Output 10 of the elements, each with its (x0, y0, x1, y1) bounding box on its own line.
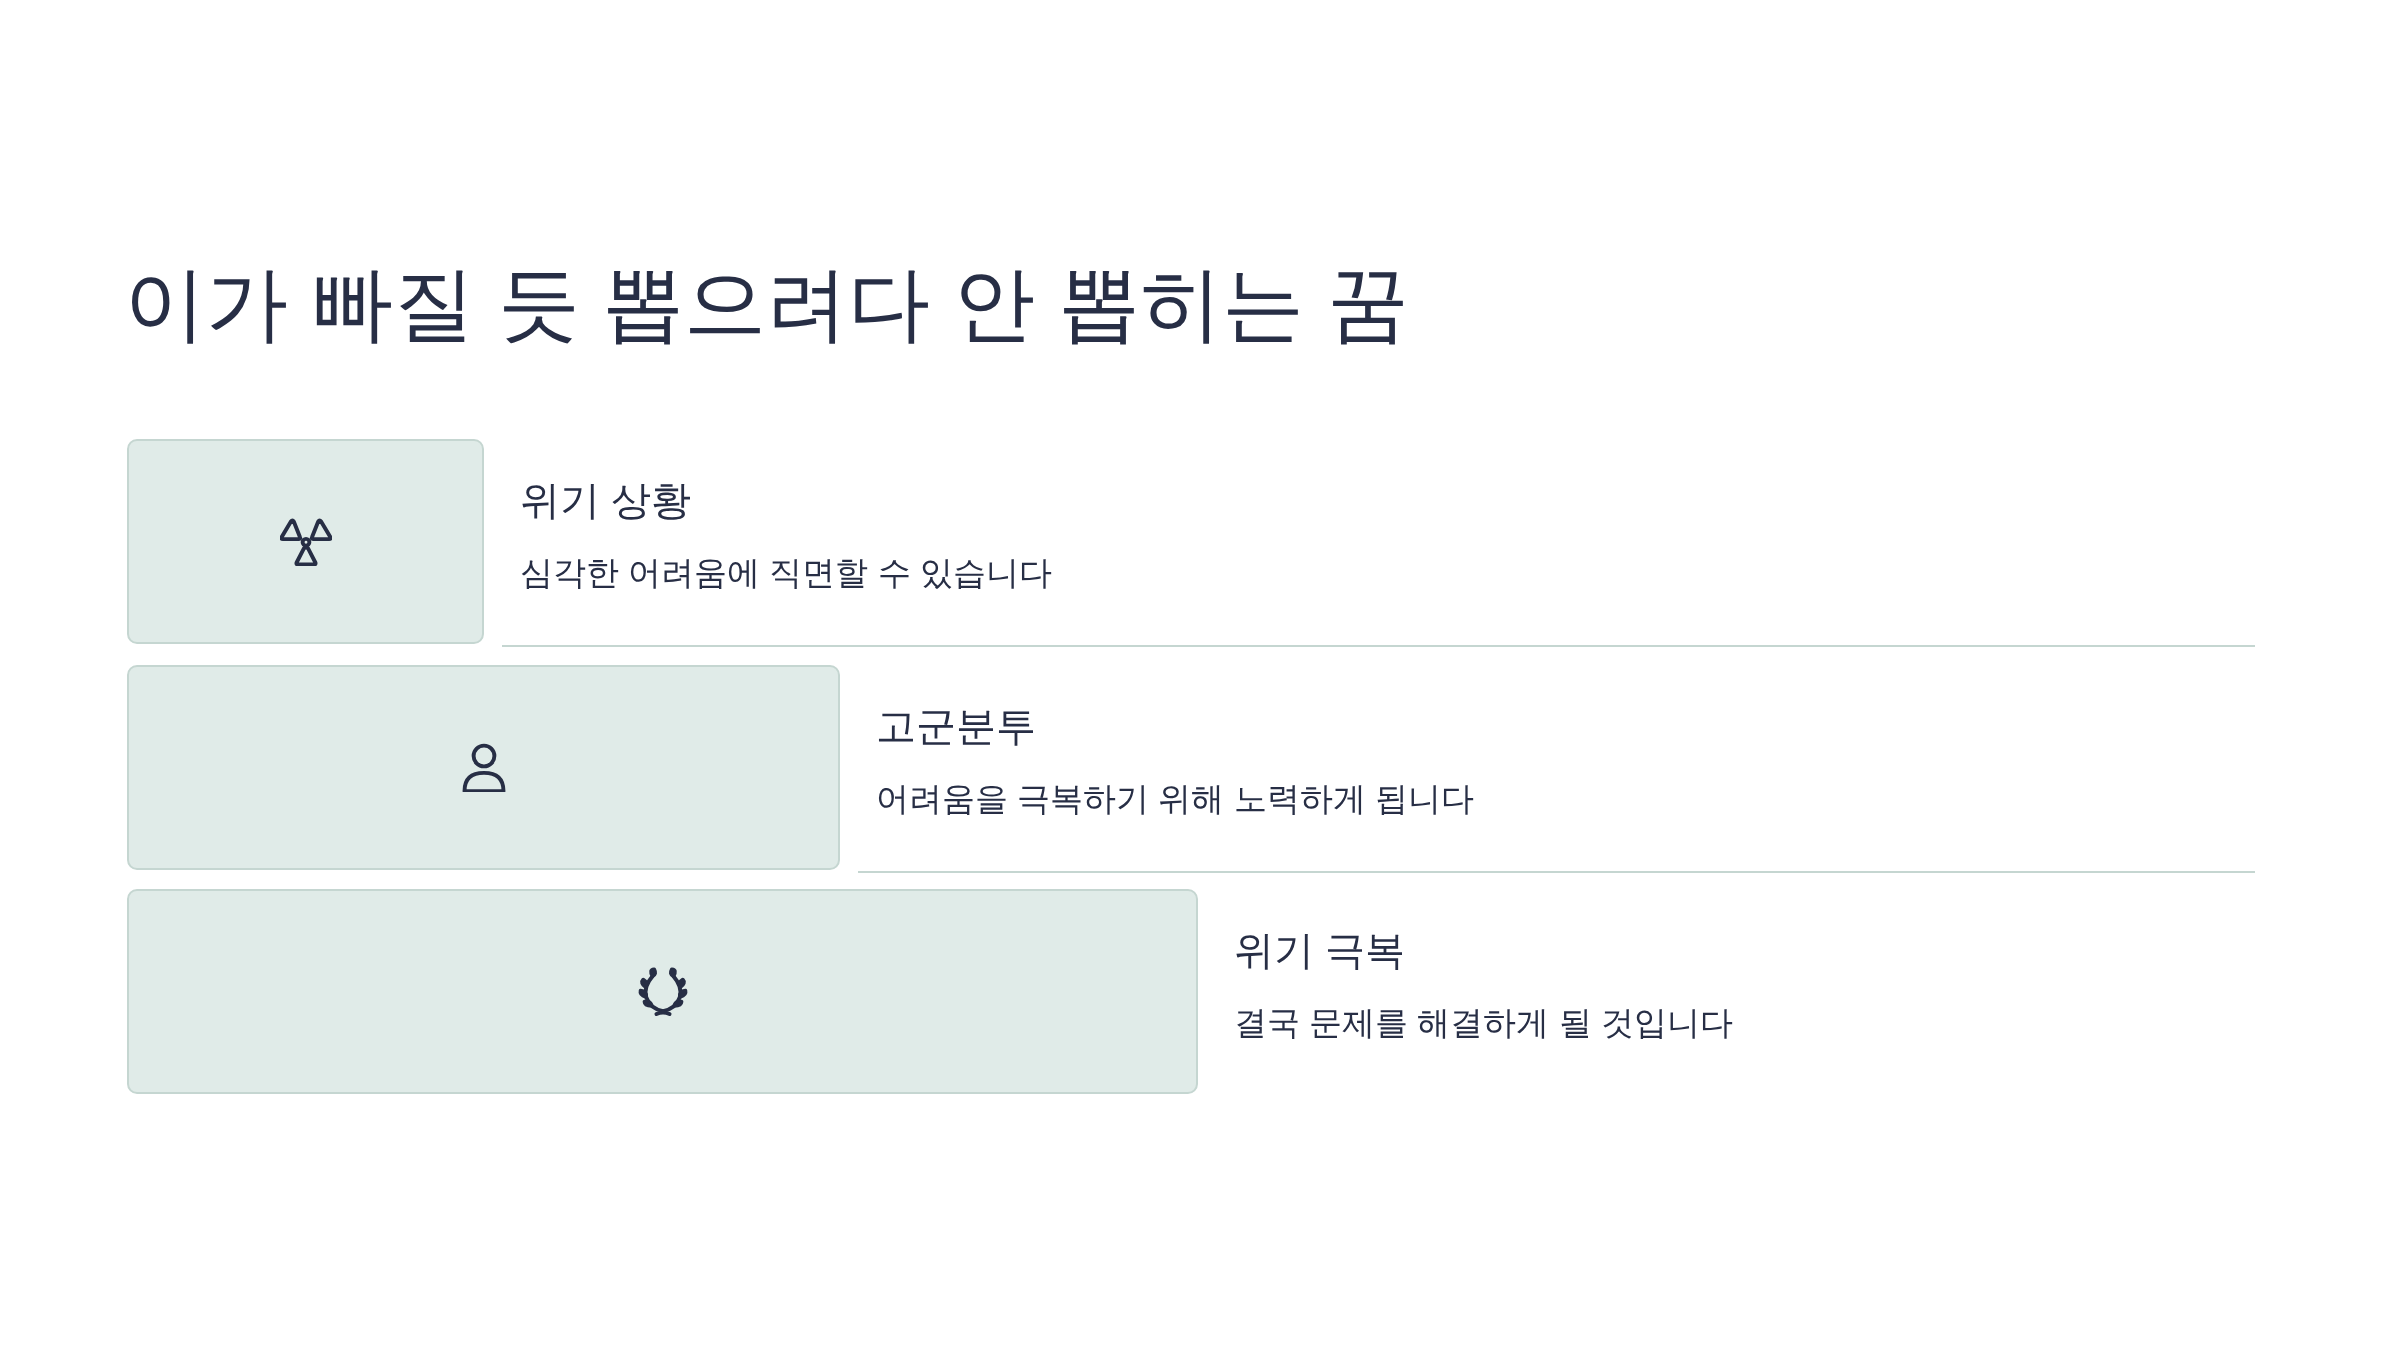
step-heading: 위기 상황 (520, 477, 692, 524)
icon-tile (127, 665, 840, 870)
step-heading: 위기 극복 (1234, 927, 1406, 974)
icon-tile (127, 889, 1198, 1094)
step-description: 어려움을 극복하기 위해 노력하게 됩니다 (876, 779, 1474, 819)
icon-tile (127, 439, 484, 644)
step-description: 심각한 어려움에 직면할 수 있습니다 (520, 553, 1052, 593)
step-heading: 고군분투 (876, 703, 1036, 750)
title: 이가 빠질 듯 뽑으려다 안 뽑히는 꿈 (124, 257, 1409, 351)
step-description: 결국 문제를 해결하게 될 것입니다 (1234, 1003, 1733, 1043)
